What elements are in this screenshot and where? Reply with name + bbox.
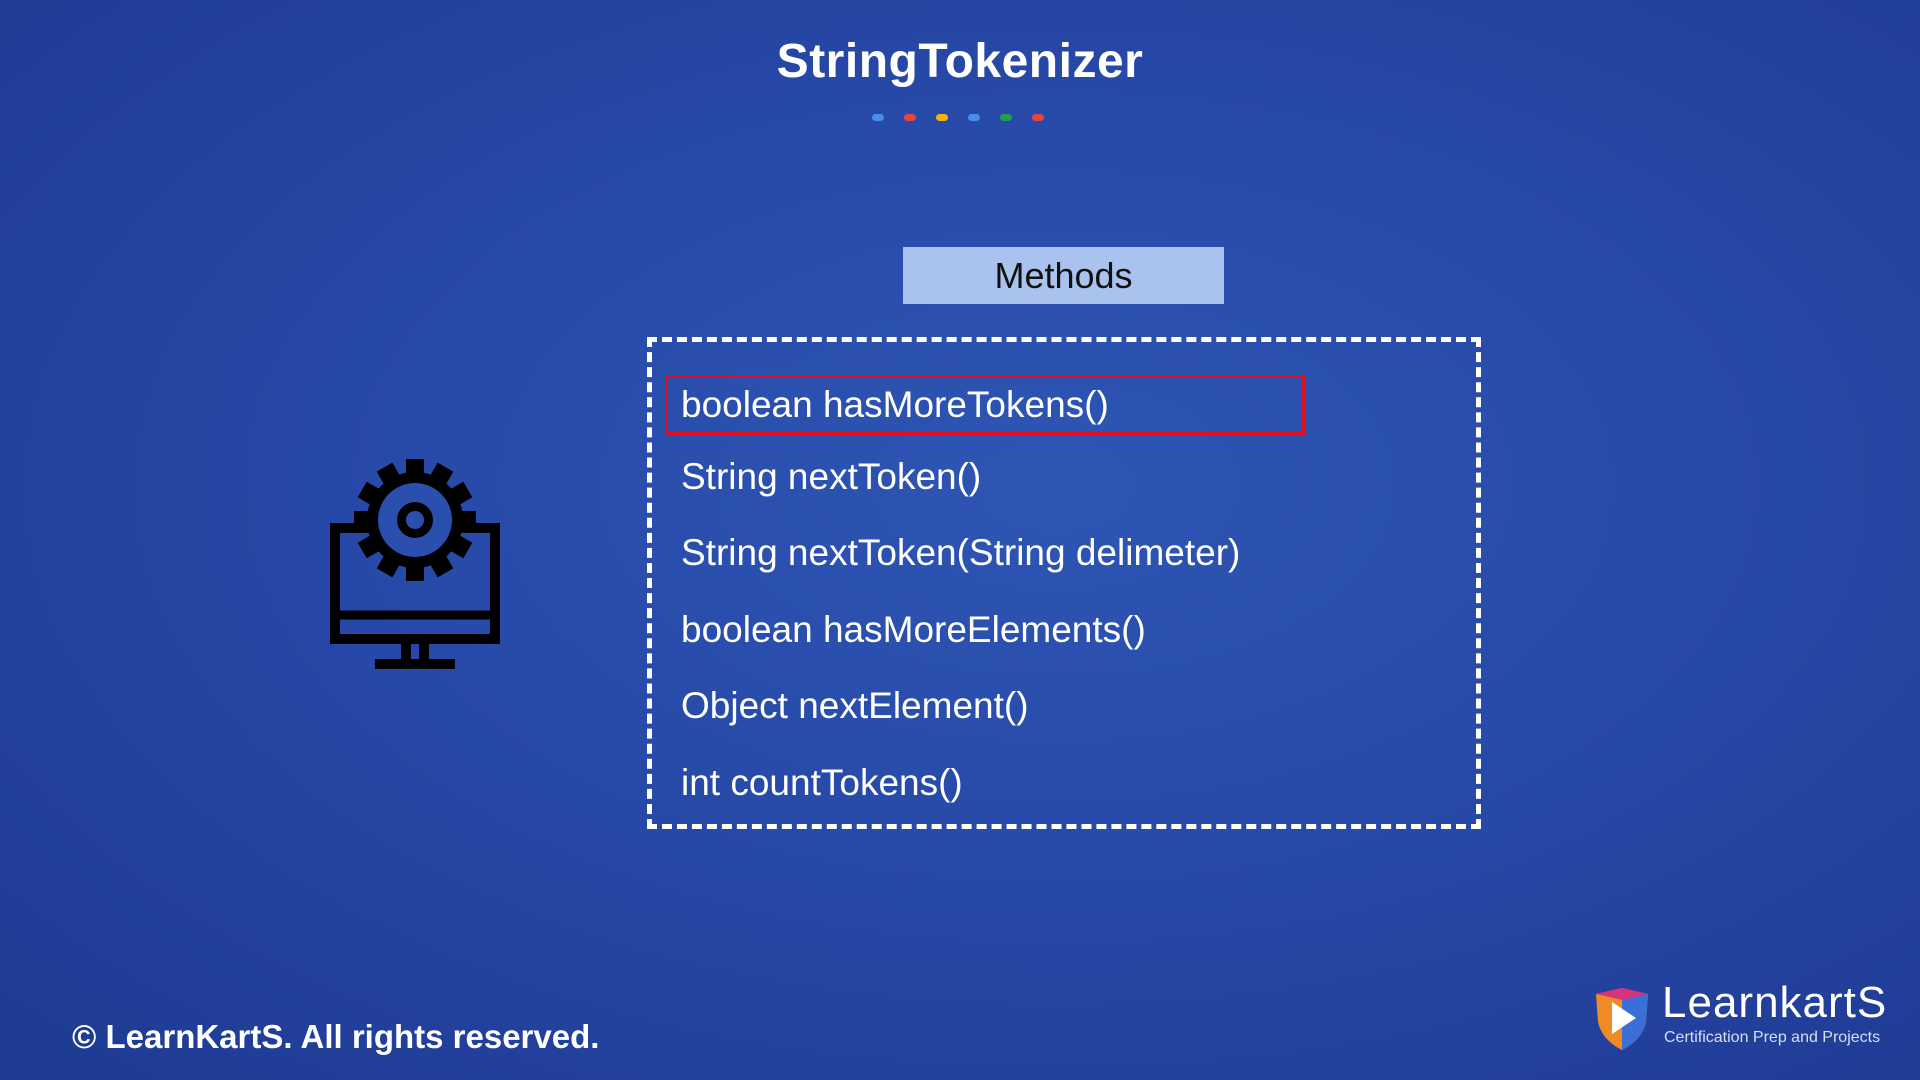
slide-title: StringTokenizer [776, 35, 1144, 88]
method-item-next-element: Object nextElement() [681, 685, 1029, 726]
brand-logo: LearnkartS Certification Prep and Projec… [1592, 978, 1892, 1052]
method-item-has-more-elements: boolean hasMoreElements() [681, 608, 1146, 650]
method-item-has-more-tokens: boolean hasMoreTokens() [665, 375, 1305, 435]
title-dot [1000, 114, 1012, 121]
title-dot [872, 114, 884, 121]
title-dots [872, 114, 1044, 121]
methods-box [647, 337, 1481, 829]
method-item-count-tokens: int countTokens() [681, 761, 963, 803]
play-shield-icon [1596, 988, 1648, 1050]
brand-tagline: Certification Prep and Projects [1664, 1029, 1881, 1046]
method-item-next-token: String nextToken() [681, 455, 982, 497]
method-item-next-token-delimiter: String nextToken(String delimeter) [681, 532, 1241, 573]
copyright-notice: © LearnKartS. All rights reserved. [72, 1018, 600, 1055]
title-dot [968, 114, 980, 121]
title-dot [1032, 114, 1044, 121]
computer-gear-icon [328, 455, 502, 675]
title-dot [904, 114, 916, 121]
method-list: boolean hasMoreTokens() String nextToken… [665, 375, 1305, 834]
brand-name: LearnkartS [1662, 978, 1888, 1027]
title-dot [936, 114, 948, 121]
methods-header: Methods [903, 247, 1224, 304]
